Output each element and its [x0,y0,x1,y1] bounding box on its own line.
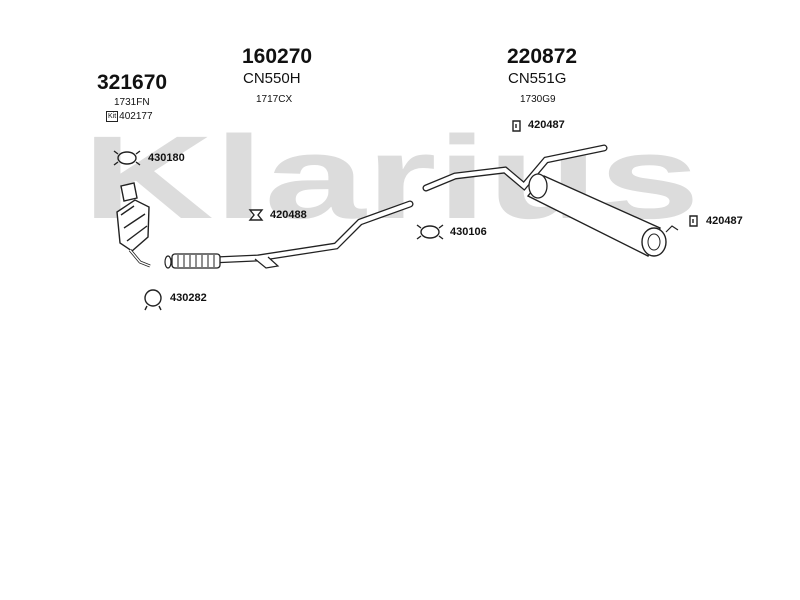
part-label-430282: 430282 [170,292,207,304]
catalytic-converter [116,182,151,268]
part-label-430106: 430106 [450,226,487,238]
group-sub-catalyst: 1731FN [114,97,150,108]
mount-icon-420488 [248,209,264,221]
group-number-front-pipe: 160270 [242,45,313,68]
mount-icon-420487 [512,120,521,132]
group-sub-front-pipe: 1717CX [256,94,293,105]
group-sub-silencer: 1730G9 [520,94,556,105]
rear-silencer [422,144,679,257]
clamp-icon-430282 [144,289,162,311]
part-label-420487-rear: 420487 [706,215,743,227]
clamp-icon-430106 [416,224,444,240]
group-number-silencer: 220872 [507,45,578,68]
part-label-420487: 420487 [528,119,565,131]
kit-number: 402177 [119,111,153,123]
mount-icon-420487-rear [689,215,698,227]
group-number-catalyst: 321670 [97,71,168,94]
part-label-420488: 420488 [270,209,307,221]
kit-badge: Kit [106,111,119,122]
group-code-front-pipe: CN550H [243,70,301,87]
front-pipe [164,200,414,269]
part-label-430180: 430180 [148,152,185,164]
clamp-icon-430180 [113,150,141,166]
group-code-silencer: CN551G [508,70,567,87]
